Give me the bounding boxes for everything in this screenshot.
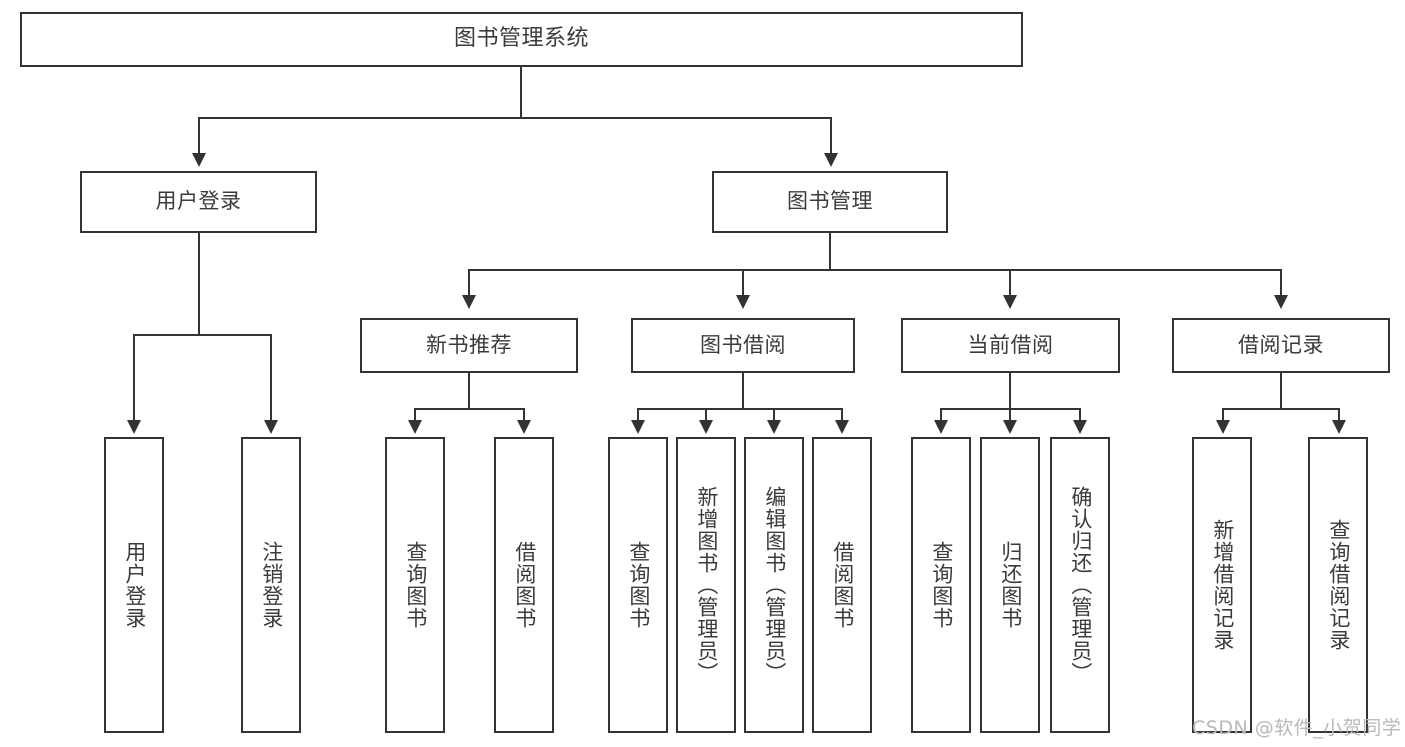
arrow-head-icon — [1332, 420, 1346, 434]
connector-bm-to-book-borrow — [742, 269, 744, 297]
node-book-management[interactable]: 图书管理 — [712, 171, 948, 233]
arrow-head-icon — [1073, 420, 1087, 434]
connector-bb-to-leaf-3 — [773, 408, 775, 422]
arrow-head-icon — [264, 420, 278, 434]
arrow-head-icon — [835, 420, 849, 434]
node-leaf-borrow-book-1[interactable]: 借阅图书 — [494, 437, 554, 733]
node-new-book-recommend[interactable]: 新书推荐 — [360, 318, 578, 373]
arrow-head-icon — [1003, 420, 1017, 434]
node-label: 当前借阅 — [967, 332, 1054, 357]
connector-cb-to-leaf-1 — [940, 408, 942, 422]
node-leaf-user-login[interactable]: 用户登录 — [104, 437, 164, 733]
connector-book-management-stem — [829, 233, 831, 270]
node-leaf-add-record[interactable]: 新增借阅记录 — [1192, 437, 1252, 733]
connector-bb-to-leaf-4 — [841, 408, 843, 422]
node-current-borrow[interactable]: 当前借阅 — [901, 318, 1120, 373]
node-label: 查询图书 — [403, 541, 428, 629]
node-leaf-confirm-return[interactable]: 确认归还（管理员） — [1050, 437, 1110, 733]
arrow-head-icon — [1003, 295, 1017, 309]
node-label: 新增借阅记录 — [1210, 519, 1235, 651]
node-leaf-add-book[interactable]: 新增图书（管理员） — [676, 437, 736, 733]
connector-root-to-user-login — [198, 117, 200, 155]
node-label: 编辑图书（管理员） — [762, 486, 787, 684]
connector-new-book-stem — [468, 373, 470, 409]
connector-user-login-to-leaf-1 — [133, 334, 135, 422]
node-user-login[interactable]: 用户登录 — [80, 171, 317, 233]
connector-bb-to-leaf-1 — [637, 408, 639, 422]
watermark-text: CSDN @软件_小贺同学 — [1192, 717, 1402, 739]
node-leaf-edit-book[interactable]: 编辑图书（管理员） — [744, 437, 804, 733]
node-root-book-management-system[interactable]: 图书管理系统 — [20, 12, 1023, 67]
node-leaf-query-record[interactable]: 查询借阅记录 — [1308, 437, 1368, 733]
connector-new-book-bus — [414, 408, 524, 410]
arrow-head-icon — [631, 420, 645, 434]
connector-root-stem — [520, 67, 522, 118]
arrow-head-icon — [408, 420, 422, 434]
connector-root-to-book-management — [830, 117, 832, 155]
arrow-head-icon — [462, 295, 476, 309]
node-leaf-query-book-2[interactable]: 查询图书 — [608, 437, 668, 733]
connector-nb-to-leaf-2 — [523, 408, 525, 422]
node-leaf-borrow-book-2[interactable]: 借阅图书 — [812, 437, 872, 733]
connector-br-to-leaf-2 — [1338, 408, 1340, 422]
connector-bb-to-leaf-2 — [705, 408, 707, 422]
arrow-head-icon — [1216, 420, 1230, 434]
node-label: 新书推荐 — [426, 332, 512, 357]
arrow-head-icon — [934, 420, 948, 434]
connector-cb-to-leaf-2 — [1009, 408, 1011, 422]
node-label: 用户登录 — [155, 189, 242, 214]
arrow-head-icon — [1274, 295, 1288, 309]
connector-book-management-bus — [468, 269, 1281, 271]
node-label: 归还图书 — [998, 541, 1023, 629]
node-label: 图书管理 — [787, 189, 873, 214]
connector-borrow-record-stem — [1280, 373, 1282, 409]
connector-br-to-leaf-1 — [1222, 408, 1224, 422]
node-label: 注销登录 — [259, 541, 284, 629]
connector-root-bus — [198, 117, 832, 119]
node-leaf-query-book-1[interactable]: 查询图书 — [385, 437, 445, 733]
arrow-head-icon — [699, 420, 713, 434]
connector-user-login-bus — [133, 334, 271, 336]
node-label: 确认归还（管理员） — [1068, 486, 1093, 684]
connector-bm-to-current-borrow — [1009, 269, 1011, 297]
arrow-head-icon — [767, 420, 781, 434]
arrow-head-icon — [192, 153, 206, 167]
node-label: 借阅记录 — [1238, 332, 1324, 357]
node-label: 借阅图书 — [830, 541, 855, 629]
node-label: 查询图书 — [626, 541, 651, 629]
connector-book-borrow-bus — [637, 408, 842, 410]
node-leaf-query-book-3[interactable]: 查询图书 — [911, 437, 971, 733]
node-label: 借阅图书 — [512, 541, 537, 629]
connector-cb-to-leaf-3 — [1079, 408, 1081, 422]
connector-nb-to-leaf-1 — [414, 408, 416, 422]
node-leaf-logout[interactable]: 注销登录 — [241, 437, 301, 733]
node-book-borrow[interactable]: 图书借阅 — [631, 318, 855, 373]
node-label: 新增图书（管理员） — [694, 486, 719, 684]
connector-book-borrow-stem — [742, 373, 744, 409]
node-label: 查询借阅记录 — [1326, 519, 1351, 651]
connector-bm-to-borrow-record — [1280, 269, 1282, 297]
connector-user-login-stem — [198, 233, 200, 335]
node-label: 图书借阅 — [700, 332, 786, 357]
arrow-head-icon — [736, 295, 750, 309]
node-label: 图书管理系统 — [453, 26, 589, 52]
connector-borrow-record-bus — [1222, 408, 1339, 410]
node-label: 查询图书 — [929, 541, 954, 629]
connector-bm-to-new-book — [468, 269, 470, 297]
node-leaf-return-book[interactable]: 归还图书 — [980, 437, 1040, 733]
node-borrow-record[interactable]: 借阅记录 — [1172, 318, 1390, 373]
arrow-head-icon — [127, 420, 141, 434]
arrow-head-icon — [824, 153, 838, 167]
connector-user-login-to-leaf-2 — [270, 334, 272, 422]
node-label: 用户登录 — [122, 541, 147, 629]
arrow-head-icon — [517, 420, 531, 434]
connector-current-borrow-stem — [1009, 373, 1011, 409]
